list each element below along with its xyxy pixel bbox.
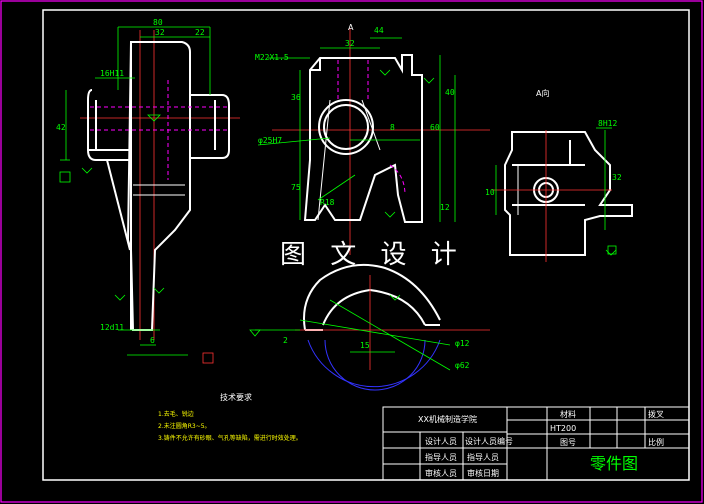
tb-audit-date: 审核日期	[467, 468, 499, 478]
tech-note-2: 2.未注圆角R3~5。	[158, 422, 211, 430]
dim-r18: R18	[320, 198, 335, 207]
dim-2: 2	[283, 336, 288, 345]
dim-15: 15	[360, 341, 370, 350]
dim-10: 10	[485, 188, 495, 197]
tb-material-label: 材料	[560, 409, 576, 419]
tb-guide: 指导人员	[425, 452, 457, 462]
section-view	[249, 263, 490, 391]
dim-80: 80	[153, 18, 163, 27]
tech-note-3: 3.铸件不允许有砂眼、气孔等缺陷，需进行时效处理。	[158, 434, 302, 442]
dim-8h12: 8H12	[598, 119, 617, 128]
tb-scale: 比例	[648, 437, 664, 447]
dim-16h11: 16H11	[100, 69, 124, 78]
dim-32-side: 32	[612, 173, 622, 182]
view-marker-a: A	[348, 23, 354, 32]
dim-6: 6	[150, 336, 155, 345]
dim-32-top: 32	[155, 28, 165, 37]
dim-60: 60	[430, 123, 440, 132]
dim-75: 75	[291, 183, 301, 192]
tb-drawing-no: 图号	[560, 438, 576, 447]
tb-school: XX机械制造学院	[418, 414, 477, 424]
sheet-inner-border	[42, 9, 690, 481]
view-label-a: A向	[536, 88, 549, 98]
tech-note-1: 1.去毛、锐边	[158, 410, 194, 418]
tech-title: 技术要求	[220, 392, 252, 402]
dim-36: 36	[291, 93, 301, 102]
watermark: 图 文 设 计	[280, 240, 465, 270]
tb-designer: 设计人员	[425, 436, 457, 446]
dim-32-front: 32	[345, 39, 355, 48]
tb-audit: 审核人员	[425, 468, 457, 478]
dim-m22: M22X1.5	[255, 53, 289, 62]
dim-phi12: φ12	[455, 339, 470, 348]
tb-guide2: 指导人员	[467, 452, 499, 462]
tb-design-no: 设计人员编号	[465, 436, 513, 446]
left-view	[59, 26, 240, 364]
tb-material: HT200	[550, 424, 576, 433]
dim-phi62: φ62	[455, 361, 470, 370]
dim-44: 44	[374, 26, 384, 35]
dim-40: 40	[445, 88, 455, 97]
dim-22: 22	[195, 28, 205, 37]
dim-12d11: 12d11	[100, 323, 124, 332]
dim-12: 12	[440, 203, 450, 212]
title-block-grid	[382, 406, 690, 481]
a-view	[492, 127, 633, 262]
dim-phi25: φ25H7	[258, 136, 282, 145]
front-view	[257, 28, 490, 255]
tb-name: 拨叉	[648, 409, 664, 419]
dim-8: 8	[390, 123, 395, 132]
dim-42: 42	[56, 123, 66, 132]
tb-drawing-type: 零件图	[590, 454, 638, 473]
